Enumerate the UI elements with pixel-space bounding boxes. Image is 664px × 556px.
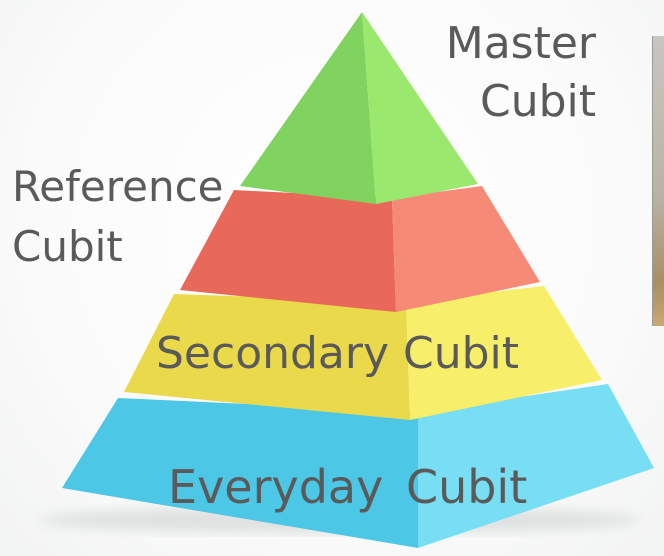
tier-label-reference-line1: Reference: [12, 162, 224, 211]
tier-everyday-left-face: [62, 398, 418, 548]
tier-everyday-right-face: [418, 384, 654, 548]
tier-label-secondary: Secondary Cubit: [156, 328, 520, 379]
tier-label-master-line1: Master: [445, 18, 597, 69]
photo-edge-image: [652, 36, 664, 326]
tier-reference-left-face: [180, 190, 396, 312]
tier-secondary-left-face: [124, 294, 410, 420]
tier-master-right-face: [362, 12, 478, 204]
tier-secondary-right-face: [406, 286, 602, 420]
tier-reference-right-face: [392, 186, 540, 312]
tier-label-reference: Reference Cubit: [12, 166, 224, 268]
tier-master-left-face: [240, 12, 376, 204]
tier-label-reference-line2: Cubit: [12, 222, 123, 271]
tier-label-master: Master Cubit: [428, 22, 596, 124]
tier-label-everyday: Everyday Cubit: [168, 460, 528, 514]
tier-label-master-line2: Cubit: [480, 76, 597, 127]
